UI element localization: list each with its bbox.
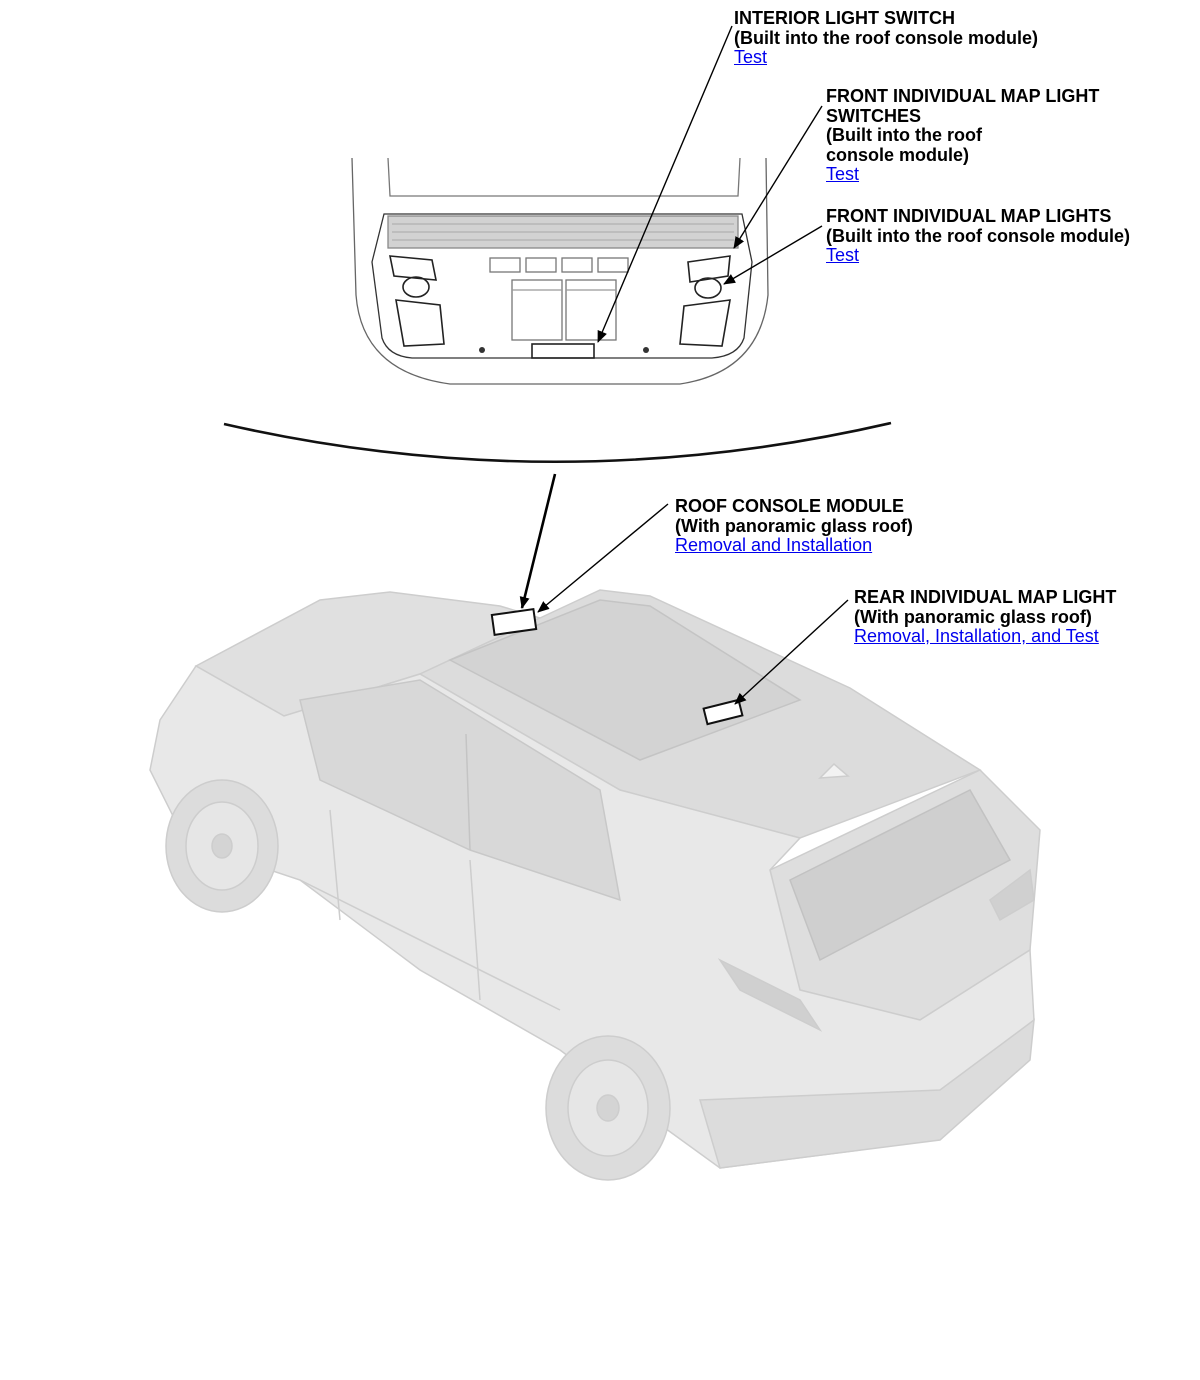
front-map-light-switches-test-link[interactable]: Test bbox=[826, 164, 860, 184]
rear-map-light-title: REAR INDIVIDUAL MAP LIGHT bbox=[854, 587, 1117, 607]
interior-light-switch-shape bbox=[531, 343, 595, 359]
interior-light-switch-test-link[interactable]: Test bbox=[734, 47, 768, 67]
interior-light-switch-note: (Built into the roof console module) bbox=[734, 27, 1038, 48]
callout-front-map-light-switches: FRONT INDIVIDUAL MAP LIGHT SWITCHES (Bui… bbox=[826, 86, 1100, 185]
leader-lines bbox=[519, 25, 849, 705]
rear-wheel bbox=[545, 1035, 671, 1181]
interior-light-switch-title: INTERIOR LIGHT SWITCH bbox=[734, 8, 955, 28]
roof-console-module-title: ROOF CONSOLE MODULE bbox=[675, 496, 904, 516]
front-map-light-switches-note-2: console module) bbox=[826, 144, 970, 165]
leader-magnifier bbox=[519, 473, 557, 609]
callout-rear-map-light: REAR INDIVIDUAL MAP LIGHT (With panorami… bbox=[854, 587, 1117, 647]
right-map-light bbox=[694, 277, 722, 299]
rear-map-light-note: (With panoramic glass roof) bbox=[854, 606, 1092, 627]
roof-console-module-marker bbox=[490, 608, 538, 636]
leader-front-map-lights bbox=[723, 225, 823, 285]
callout-front-map-lights: FRONT INDIVIDUAL MAP LIGHTS (Built into … bbox=[826, 206, 1130, 266]
left-map-light-switch bbox=[389, 255, 437, 281]
leader-interior-light-switch bbox=[597, 25, 733, 343]
callout-interior-light-switch: INTERIOR LIGHT SWITCH (Built into the ro… bbox=[734, 8, 1038, 68]
magnifier-arc bbox=[223, 421, 892, 464]
leader-roof-console-module bbox=[537, 503, 669, 613]
roof-console-module-link[interactable]: Removal and Installation bbox=[675, 535, 873, 555]
roof-console-closeup bbox=[351, 157, 769, 385]
front-map-light-switches-note-1: (Built into the roof bbox=[826, 125, 982, 145]
roof-console-module-note: (With panoramic glass roof) bbox=[675, 515, 913, 536]
front-map-light-switches-title-2: SWITCHES bbox=[826, 105, 922, 126]
vehicle-illustration bbox=[149, 589, 1041, 1181]
front-map-lights-test-link[interactable]: Test bbox=[826, 245, 860, 265]
leader-rear-map-light bbox=[734, 599, 849, 705]
front-wheel bbox=[165, 779, 279, 913]
front-map-light-switches-title-1: FRONT INDIVIDUAL MAP LIGHT bbox=[826, 86, 1100, 106]
rear-map-light-link[interactable]: Removal, Installation, and Test bbox=[854, 626, 1099, 646]
leader-front-map-light-switches bbox=[733, 105, 823, 249]
callout-roof-console-module: ROOF CONSOLE MODULE (With panoramic glas… bbox=[675, 496, 913, 556]
front-map-lights-title: FRONT INDIVIDUAL MAP LIGHTS bbox=[826, 206, 1112, 226]
front-map-lights-note: (Built into the roof console module) bbox=[826, 225, 1130, 246]
left-map-light bbox=[402, 276, 430, 298]
rear-map-light-marker bbox=[702, 698, 744, 726]
